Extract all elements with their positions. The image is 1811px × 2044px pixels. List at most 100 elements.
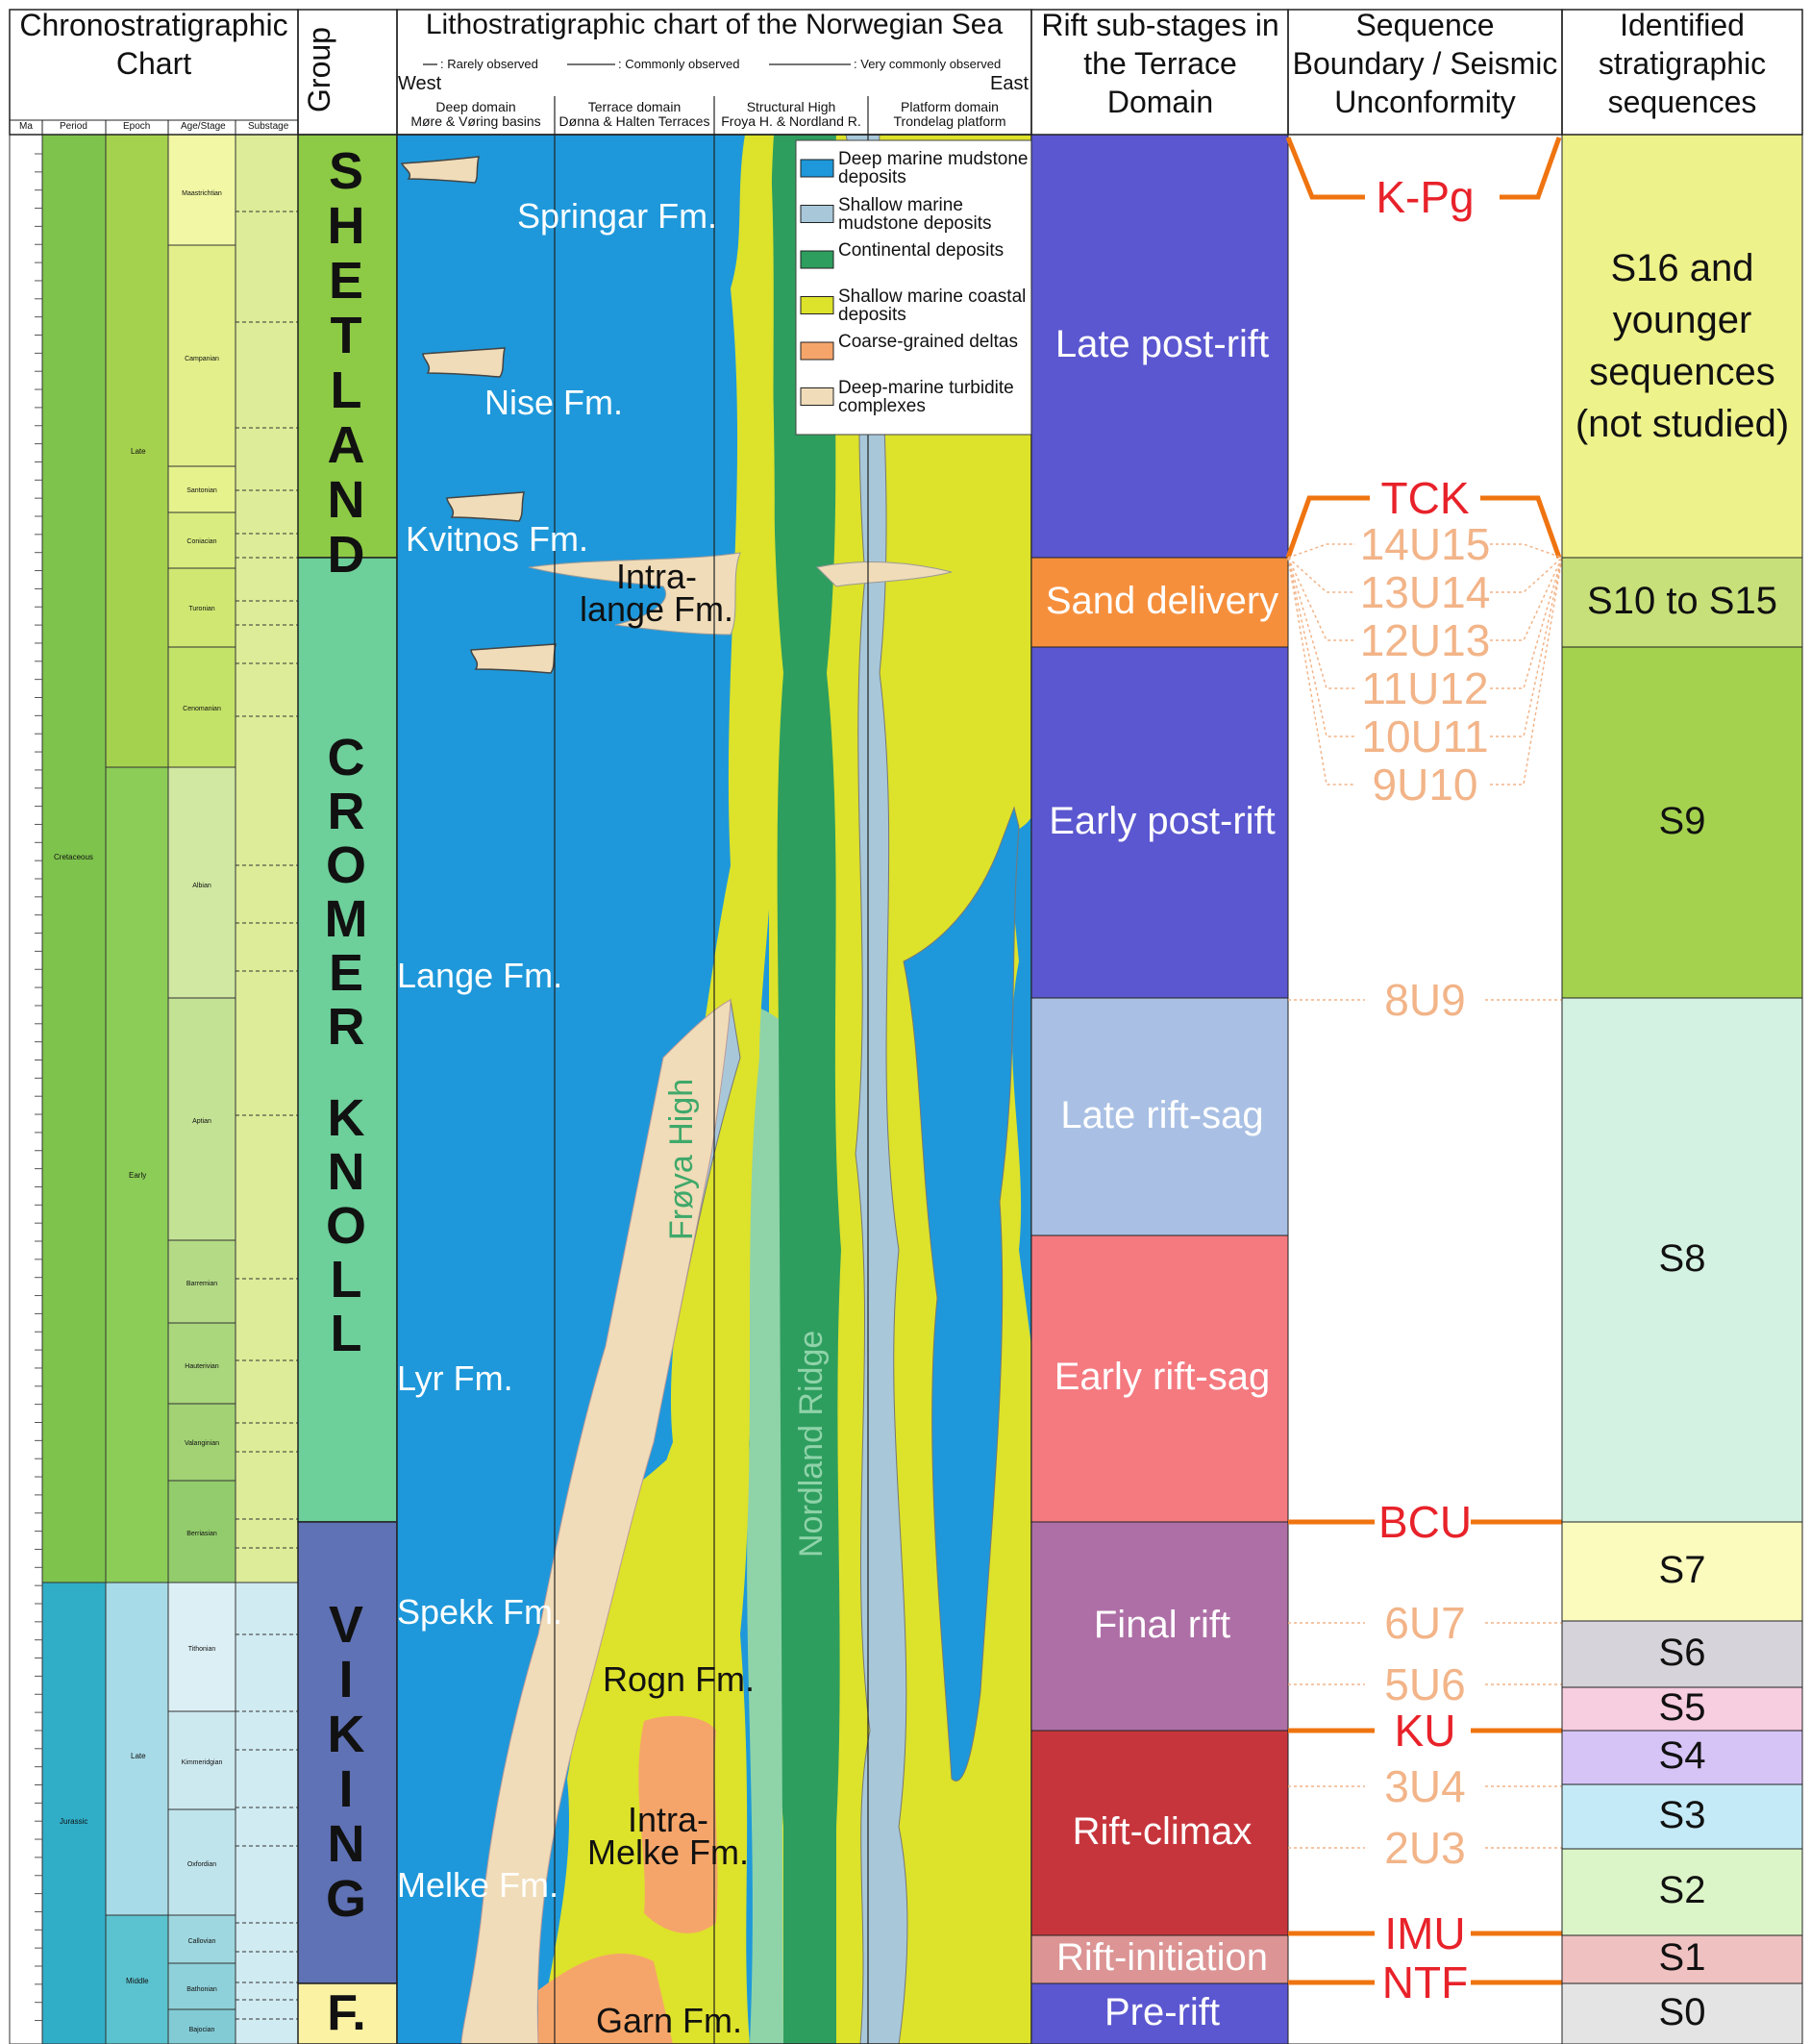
stage-label-16: Bathonian [186, 1986, 217, 1993]
header-group: Group [302, 27, 336, 112]
col-substage: Substage [248, 121, 289, 132]
sequence-block-3 [1561, 997, 1803, 1523]
rift-stage-block-4 [1030, 1234, 1289, 1523]
rift-stage-label-5: Final rift [1093, 1603, 1231, 1646]
rift-stage-label-6: Rift-climax [1072, 1809, 1253, 1853]
sequence-label-9: S2 [1658, 1869, 1706, 1911]
col-ma: Ma [19, 121, 33, 132]
fm-rogn: Rogn Fm. [603, 1659, 756, 1699]
sequence-label-7: S4 [1658, 1734, 1706, 1777]
fm-garn: Garn Fm. [596, 2001, 743, 2040]
sequence-block-10 [1561, 1934, 1803, 1984]
fm-lange: Lange Fm. [397, 956, 563, 995]
sequence-block-4 [1561, 1521, 1803, 1622]
period-cretaceous-label: Cretaceous [54, 853, 93, 861]
key-rare: : Rarely observed [440, 57, 538, 71]
epoch-late-jurassic [105, 1582, 169, 1916]
sequence-label-10: S1 [1658, 1936, 1706, 1979]
legend-swatch-0 [800, 159, 834, 178]
epoch-middle-j-label: Middle [126, 1977, 149, 1985]
rift-stage-label-0: Late post-rift [1054, 323, 1270, 365]
boundary-label-0: K-Pg [1376, 172, 1475, 222]
group-f: F. [327, 1985, 366, 2041]
stage-label-0: Maastrichtian [182, 190, 222, 197]
sequence-block-0 [1561, 134, 1803, 559]
boundary-label-5: 11U12 [1361, 663, 1489, 713]
sequence-label-8: S3 [1658, 1793, 1706, 1836]
fm-melke: Melke Fm. [397, 1865, 559, 1905]
boundary-label-9: BCU [1377, 1497, 1473, 1547]
rift-stage-label-7: Rift-initiation [1055, 1936, 1269, 1979]
rift-stage-label-4: Early rift-sag [1054, 1356, 1271, 1398]
rift-stage-column [1030, 134, 1289, 2044]
stage-label-14: Oxfordian [186, 1861, 217, 1868]
fm-intra-melke: Intra- Melke Fm. [586, 1800, 749, 1872]
stage-label-5: Cenomanian [183, 706, 221, 712]
fm-kvitnos: Kvitnos Fm. [406, 519, 589, 559]
litho-panel [396, 96, 1032, 2044]
direction-east: East [990, 73, 1030, 94]
legend-label-4: Coarse-grained deltas [838, 332, 1018, 352]
period-jurassic-label: Jurassic [60, 1817, 88, 1826]
stage-label-12: Tithonian [187, 1646, 216, 1653]
boundary-label-16: NTF [1381, 1957, 1469, 2007]
fm-spekk: Spekk Fm. [397, 1592, 563, 1632]
sequence-block-8 [1561, 1783, 1803, 1850]
rift-stage-block-8 [1030, 1982, 1289, 2044]
legend-label-5: Deep-marine turbidite complexes [838, 377, 1014, 416]
group-knoll: KNOLL [317, 1089, 375, 1359]
rift-stage-label-3: Late rift-sag [1060, 1093, 1264, 1136]
header-boundary: Sequence Boundary / Seismic Unconformity [1292, 8, 1558, 119]
stage-label-13: Kimmeridgian [181, 1759, 223, 1766]
rift-stage-label-1: Sand delivery [1045, 579, 1279, 622]
legend-swatch-4 [800, 341, 834, 361]
header-litho: Lithostratigraphic chart of the Norwegia… [425, 9, 1004, 40]
period-cretaceous [41, 134, 107, 1583]
header-chrono: Chronostratigraphic Chart [19, 8, 288, 81]
legend-swatch-1 [800, 205, 834, 223]
sequence-block-7 [1561, 1730, 1803, 1785]
stage-label-1: Campanian [185, 356, 219, 362]
boundary-label-15: IMU [1384, 1908, 1466, 1958]
fm-nise: Nise Fm. [484, 383, 623, 422]
sequence-block-11 [1561, 1982, 1803, 2044]
col-stage: Age/Stage [181, 121, 226, 132]
rift-stage-block-5 [1030, 1521, 1289, 1732]
key-common: : Commonly observed [618, 57, 740, 71]
boundary-label-1: TCK [1380, 473, 1470, 523]
stage-label-15: Callovian [187, 1938, 216, 1945]
sequence-label-0: S16 and younger sequences (not studied) [1575, 247, 1790, 445]
chrono-columns [9, 134, 299, 2044]
boundary-label-11: 5U6 [1384, 1659, 1466, 1709]
boundary-label-6: 10U11 [1361, 711, 1489, 761]
stage-label-6: Albian [192, 883, 211, 889]
stage-label-8: Barremian [186, 1281, 218, 1287]
epoch-early-k-label: Early [129, 1171, 147, 1180]
header-rift: Rift sub-stages in the Terrace Domain [1041, 8, 1279, 119]
epoch-early-cretaceous [105, 766, 169, 1583]
legend-label-2: Continental deposits [838, 240, 1005, 261]
sequence-label-6: S5 [1658, 1685, 1706, 1729]
boundary-label-8: 8U9 [1384, 975, 1466, 1025]
legend-swatch-3 [800, 296, 834, 314]
boundary-column [1285, 134, 1563, 2044]
epoch-late-cretaceous [105, 134, 169, 768]
sequence-label-1: S10 to S15 [1587, 579, 1777, 622]
sequence-column [1561, 134, 1803, 2044]
sequence-block-1 [1561, 557, 1803, 648]
direction-west: West [398, 73, 442, 94]
legend-swatch-5 [800, 387, 834, 406]
legend-label-0: Deep marine mudstone deposits [838, 149, 1029, 187]
sequence-label-5: S6 [1658, 1631, 1706, 1674]
stage-label-7: Aptian [192, 1118, 211, 1125]
boundary-label-7: 9U10 [1372, 760, 1478, 810]
group-viking: VIKING [317, 1596, 375, 1925]
sequence-label-2: S9 [1658, 799, 1706, 842]
stage-label-2: Santonian [186, 487, 217, 494]
period-jurassic [41, 1582, 107, 2044]
